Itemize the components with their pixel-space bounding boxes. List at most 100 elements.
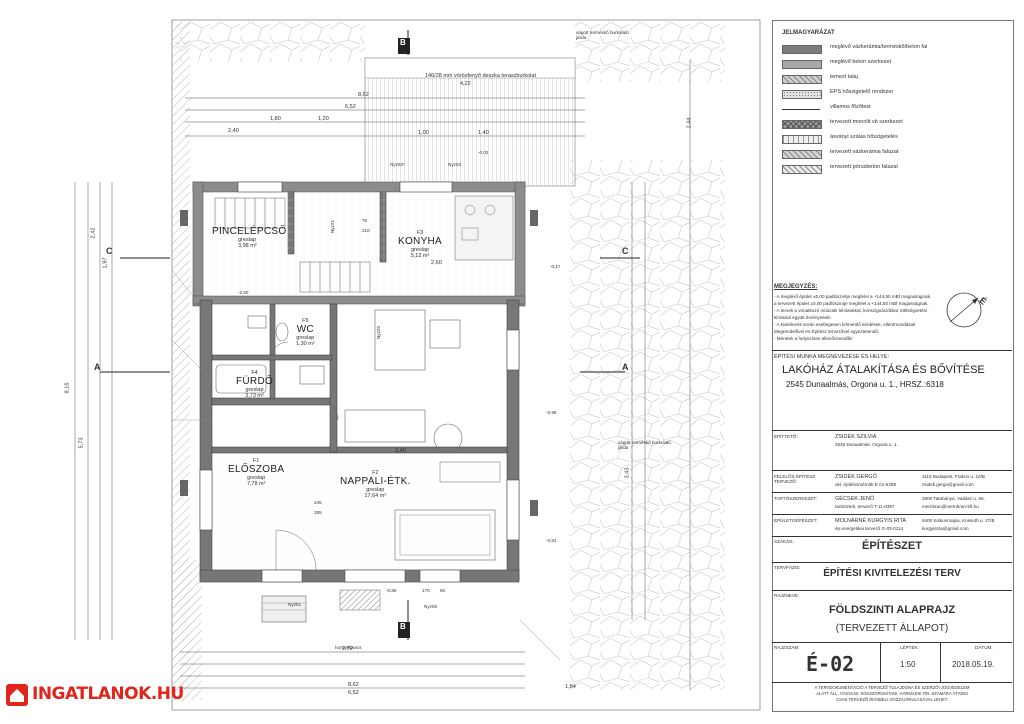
room-floor: greslap [247, 475, 266, 481]
room-konyha: F3 KONYHA greslap 5,12 m² [398, 230, 442, 259]
dim-j: 2,44 [686, 117, 693, 129]
drawing-name: FÖLDSZINTI ALAPRAJZ [828, 604, 956, 616]
room-area: 3,98 m² [238, 243, 257, 249]
mep-addr: 6400 Kiskunmajsa, Kossuth u. 27/B [922, 518, 995, 523]
structural-label: TARTÓSZERKEZET: [774, 496, 817, 501]
dim-g: 3,40 [395, 448, 406, 454]
dim-e: 1,00 [418, 130, 429, 136]
room-eloszoba: F1 ELŐSZOBA greslap 7,78 m² [228, 458, 284, 487]
room-name: PINCELÉPCSŐ [212, 226, 287, 237]
drawing-number: É-02 [806, 652, 855, 676]
legend-swatch [782, 75, 822, 84]
dim-bottom-total: 8,62 [348, 682, 359, 688]
project-title: LAKÓHÁZ ÁTALAKÍTÁSA ÉS BŐVÍTÉSE [782, 364, 985, 376]
dim-k: 5,73 [78, 437, 85, 449]
legend-swatch [782, 150, 822, 159]
room-name: FÜRDŐ [236, 376, 274, 387]
phase: ÉPÍTÉSI KIVITELEZÉSI TERV [823, 568, 961, 579]
dim-i: 1,84 [565, 684, 576, 690]
section-c-right: C [622, 246, 629, 256]
dim-l: 3,43 [624, 467, 631, 479]
section-b-bottom: B [400, 622, 406, 631]
dim-b: 1,80 [270, 116, 281, 122]
dim-a: 2,40 [228, 128, 239, 134]
note-line: a tervezett épület ±0,00 padlószintje me… [774, 301, 929, 306]
structural-addr: 2800 Tatabánya, Vadász u. 65. [922, 496, 985, 501]
room-area: 1,30 m² [296, 341, 315, 347]
room-code: F4 [251, 370, 258, 376]
room-name: ELŐSZOBA [228, 464, 285, 475]
date-label: DÁTUM: [975, 645, 993, 650]
room-code: F1 [252, 458, 260, 464]
room-code: F3 [416, 230, 424, 236]
legend-label: tervezett vázkerámia falazat [830, 149, 899, 155]
door-h-2: 285 [314, 510, 322, 515]
room-area: 3,73 m² [245, 393, 264, 399]
legend-swatch [782, 60, 822, 69]
legend-swatch [782, 109, 820, 110]
room-floor: greslap [411, 247, 430, 253]
room-area: 17,64 m² [364, 493, 387, 499]
legend-label: villamos főzőtest [830, 104, 871, 110]
designer-label: FELELŐS ÉPÍTÉSZ TERVEZŐ: [774, 474, 816, 484]
section-a-right: A [622, 362, 629, 372]
note-line: - A tervek a vonatkozó műszaki leírásokk… [774, 308, 927, 313]
room-code: F2 [372, 470, 379, 476]
dim-bottom-d: 2,72 [342, 646, 353, 652]
designer-email: zsidek.gergo@gmail.com [922, 482, 974, 487]
title-panel [772, 20, 1014, 712]
mep-email: kurgyisrita@gmail.com [922, 526, 969, 531]
dim-c: 1,20 [318, 116, 329, 122]
note-line: - A kivitelezés során esetlegesen felmer… [774, 322, 916, 327]
door-h-3: 60 [440, 588, 446, 593]
room-floor: greslap [245, 387, 264, 393]
mep-reg: ép.energetikai tervező G-03-0114 [835, 526, 904, 531]
window-tag-2: Nyz03 [448, 162, 462, 167]
drawing-sub: (TERVEZETT ÁLLAPOT) [835, 623, 949, 634]
north-arrow-icon [946, 292, 982, 328]
note-line: kiírással együtt érvényesek! [774, 315, 831, 320]
room-wc: F5 WC greslap 1,30 m² [296, 318, 315, 347]
window-tag-3: Nyz01 [288, 602, 302, 607]
discipline: ÉPÍTÉSZET [862, 540, 922, 552]
note-line: - Méretek a helyszínen ellenőrizendők! [774, 336, 853, 341]
window-tag-1: Nyz02* [390, 162, 405, 167]
room-name: WC [296, 324, 314, 335]
structural-reg: tartószerk. tervező T-11-0367 [835, 504, 895, 509]
room-furdo: F4 FÜRDŐ greslap 3,73 m² [236, 370, 273, 399]
section-a-left: A [94, 362, 101, 372]
door-tag-2: Nyz21 [330, 219, 336, 234]
phase-label: TERVFÁZIS: [774, 565, 801, 570]
scale-label: LÉPTÉK: [900, 645, 919, 650]
door-w-2: 245 [314, 500, 322, 505]
structural-name: GÉCSEK JENŐ [835, 496, 875, 502]
legend-swatch [782, 120, 822, 129]
level-4: -0,81 [546, 538, 557, 543]
structural-email: mernbran@mernbran-kft.hu [922, 504, 979, 509]
gravel-note: homokkavics [335, 645, 362, 650]
dim-top-total: 8,62 [358, 92, 369, 98]
dim-f: 1,40 [478, 130, 489, 136]
scale: 1:50 [900, 660, 916, 669]
room-area: 5,12 m² [410, 253, 430, 259]
dim-bottom-alt: 6,52 [348, 690, 359, 696]
level-3: -0,86 [386, 588, 397, 593]
notes-title: MEGJEGYZÉS: [774, 284, 818, 290]
window-tag-4: Nyz06 [424, 604, 438, 609]
legend-label: ásványi szálas hőszigetelés [830, 134, 898, 140]
legend-swatch [782, 45, 822, 54]
note-line: - A meglévő épület ±0,00 padlószintje me… [774, 294, 932, 299]
legend-label: tervezett monolit vb szerkezet [830, 119, 903, 125]
client-address: 2545 Dunaalmás, Orgona u. 1. [835, 442, 898, 447]
pavement-note-2: vágott terméskő burkolatú járda [618, 440, 671, 450]
footer-line-2: ALATT ÁLL. VÁSOLNI, SOKSZOROSÍTANI, HARM… [816, 691, 968, 696]
dim-top-alt: 6,52 [345, 104, 356, 110]
door-tag-1: Nyz20 [376, 325, 382, 340]
room-pincelepcso: PINCELÉPCSŐ greslap 3,98 m² [212, 226, 286, 249]
project-address: 2545 Dunaalmás, Orgona u. 1., HRSZ.:6318 [786, 380, 944, 389]
dim-left-total: 8,15 [64, 382, 71, 394]
terrace-dim: 4,22 [460, 81, 471, 87]
client-label: ÉPÍTTETŐ: [774, 434, 798, 439]
level-6: -2,50 [238, 290, 249, 295]
